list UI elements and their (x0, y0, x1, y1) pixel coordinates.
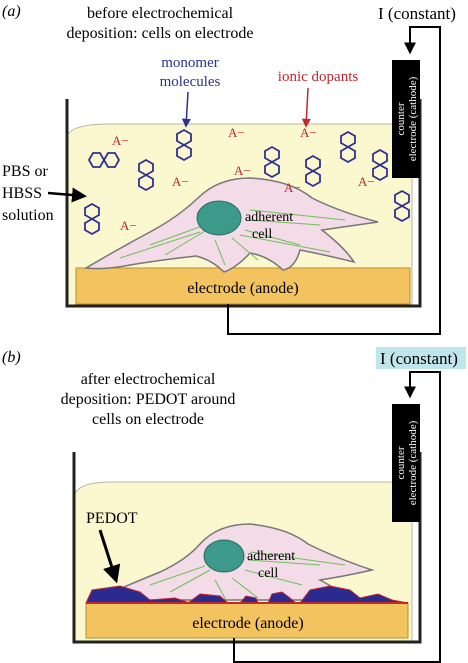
panel-a-caption-line1: before electrochemical (87, 5, 234, 22)
panel-b-electrode-label: electrode (anode) (192, 615, 303, 632)
anion-label: A− (284, 180, 301, 195)
anion-label: A− (358, 174, 375, 189)
solution-label-line2: HBSS (2, 185, 42, 202)
panel-a-beaker (65, 99, 422, 308)
panel-b-caption-line2: deposition: PEDOT around (61, 391, 236, 408)
panel-a-cell-line2: cell (252, 227, 272, 242)
panel-a-current-label: I (constant) (378, 4, 456, 23)
anion-label: A− (112, 133, 129, 148)
pedot-label: PEDOT (86, 510, 138, 527)
panel-b-counter-line1: counter (395, 446, 407, 479)
panel-a-caption-line2: deposition: cells on electrode (66, 25, 253, 42)
panel-a-filaments (119, 209, 346, 266)
anion-label: A− (300, 125, 317, 140)
dopant-arrow-icon (301, 87, 311, 128)
panel-a-electrode-label: electrode (anode) (187, 280, 298, 297)
panel-a-counter-line1: counter (395, 102, 407, 135)
panel-a-nucleus (196, 200, 242, 236)
solution-label-line3: solution (2, 207, 54, 224)
panel-b-caption-line1: after electrochemical (81, 371, 216, 388)
panel-b-counter-electrode (392, 404, 420, 522)
panel-a-label: (a) (2, 3, 21, 20)
panel-b-filaments (149, 551, 346, 601)
panel-a-electrode (75, 267, 411, 305)
monomer-label-line1: monomer (161, 55, 219, 71)
anion-label: A− (228, 125, 245, 140)
panel-a: (a) before electrochemical deposition: c… (2, 3, 456, 335)
anion-label: A− (172, 174, 189, 189)
panel-a-counter-line2: electrode (cathode) (407, 76, 419, 161)
monomer-arrow-icon (181, 91, 191, 128)
panel-a-wire (227, 26, 441, 335)
solution-arrow-icon (47, 187, 87, 203)
panel-b-counter-line2: electrode (cathode) (407, 420, 419, 505)
panel-b-label: (b) (2, 349, 21, 366)
dopant-label: ionic dopants (278, 69, 359, 85)
panel-b-current-highlight (376, 347, 466, 369)
panel-b: (b) after electrochemical deposition: PE… (2, 347, 466, 663)
anion-label: A− (234, 163, 251, 178)
panel-b-cell-line2: cell (258, 566, 278, 581)
panel-a-cell-line1: adherent (245, 210, 293, 225)
pedot-arrow-icon (98, 529, 121, 584)
solution-label-line1: PBS or (2, 163, 48, 180)
panel-b-beaker (72, 452, 422, 644)
panel-a-counter-electrode (392, 60, 420, 178)
monomer-label-line2: molecules (160, 74, 221, 90)
panel-b-cell-line1: adherent (247, 549, 295, 564)
panel-b-current-label: I (constant) (380, 349, 458, 368)
anion-label: A− (120, 218, 137, 233)
panel-b-nucleus (203, 539, 245, 573)
panel-b-caption-line3: cells on electrode (92, 411, 204, 428)
panel-a-anions: A− A− A− A− A− A− A− A− (112, 125, 375, 233)
panel-b-wire (233, 371, 441, 663)
